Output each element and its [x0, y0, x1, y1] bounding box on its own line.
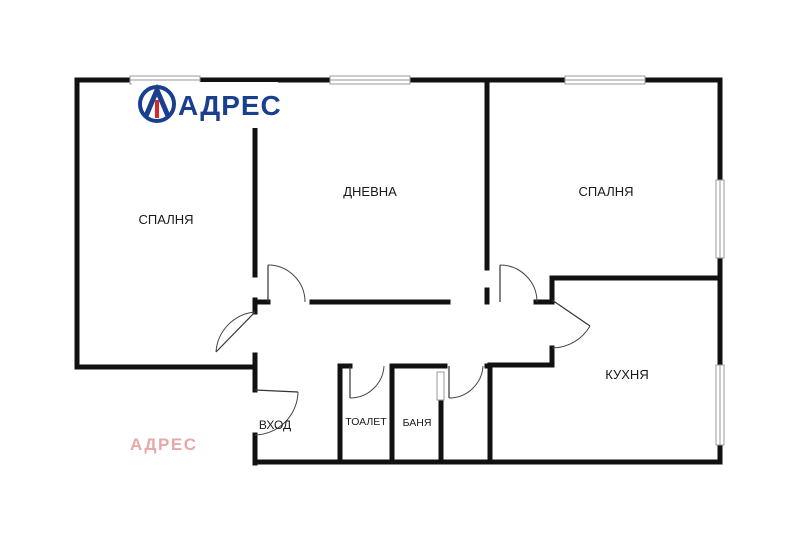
wall-right-low — [487, 442, 723, 465]
watermark-text: АДРЕС — [130, 435, 197, 454]
door-toilet — [349, 365, 385, 399]
wall-kitchen-left-low — [487, 345, 555, 368]
room-label-bedroom-left: СПАЛНЯ — [139, 212, 194, 227]
logo-text: АДРЕС — [178, 90, 282, 121]
door-living-room — [267, 264, 306, 303]
window-bath-small — [436, 371, 445, 401]
door-kitchen — [551, 299, 591, 349]
door-entrance — [254, 389, 299, 436]
windows — [129, 75, 725, 446]
door-right-bedroom — [499, 264, 538, 303]
logo: АДРЕС — [132, 82, 282, 128]
room-label-kitchen: КУХНЯ — [605, 367, 648, 382]
room-label-living-room: ДНЕВНА — [343, 184, 397, 199]
room-label-bedroom-right: СПАЛНЯ — [579, 184, 634, 199]
room-label-bathroom: БАНЯ — [403, 417, 432, 429]
room-label-toilet: ТОАЛЕТ — [345, 416, 387, 428]
door-bathroom — [448, 365, 484, 399]
walls — [74, 77, 723, 466]
door-left-bedroom — [215, 311, 256, 353]
wall-left-bedroom-outer — [74, 77, 258, 370]
doors — [215, 264, 591, 436]
room-label-entrance: ВХОД — [259, 418, 291, 432]
logo-mark-icon — [138, 83, 176, 123]
wall-top-right — [642, 77, 723, 183]
